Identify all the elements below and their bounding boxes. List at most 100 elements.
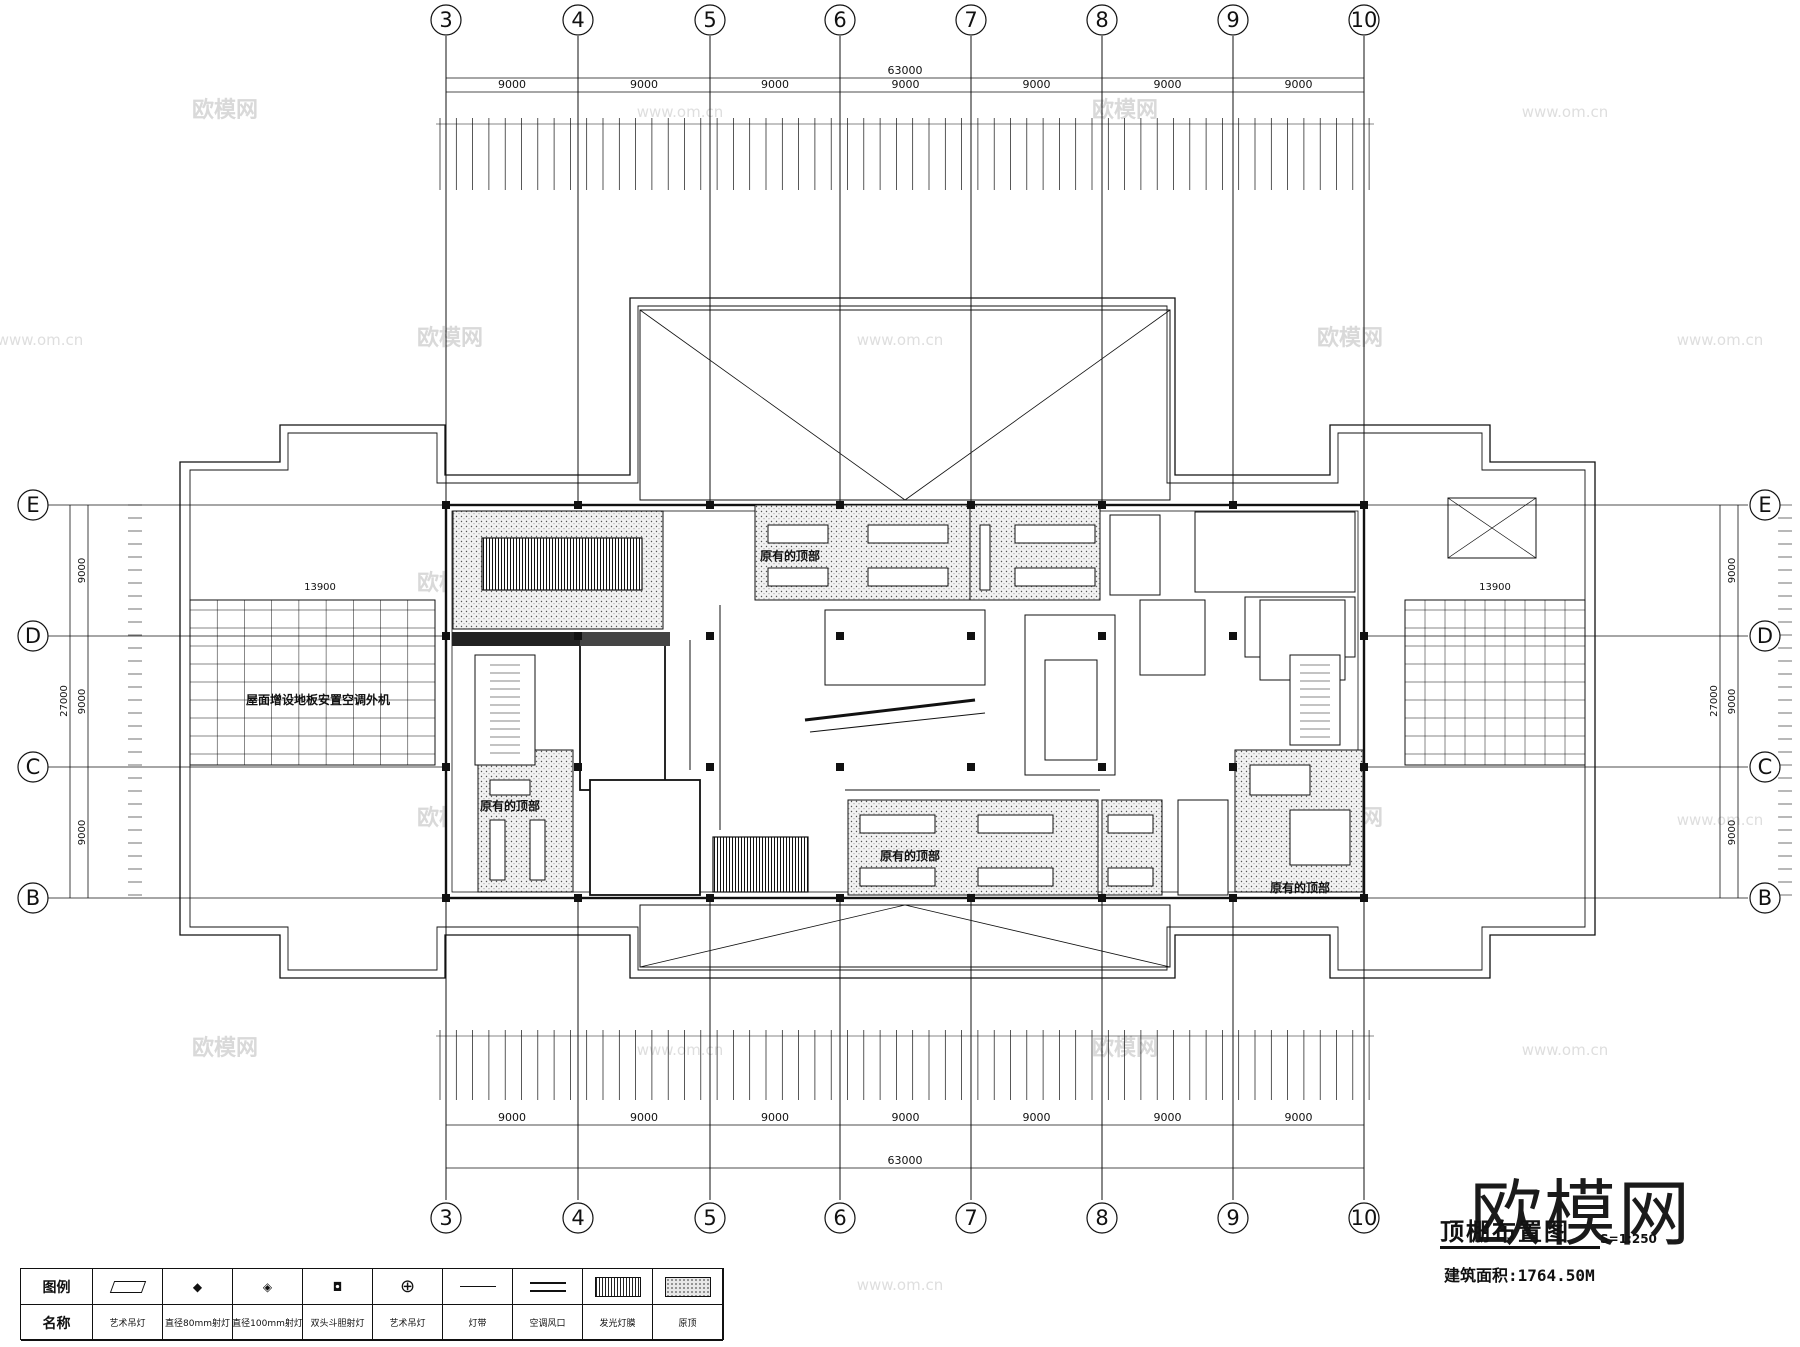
structural-column bbox=[574, 632, 582, 640]
ceiling-fixture-box bbox=[977, 814, 1054, 834]
axis-bubble bbox=[955, 1202, 987, 1234]
wall-strip bbox=[580, 632, 670, 646]
legend-name: 双头斗胆射灯 bbox=[303, 1305, 373, 1341]
axis-label: D bbox=[1757, 624, 1773, 648]
original-ceiling-label: 原有的顶部 bbox=[480, 798, 540, 813]
structural-column bbox=[967, 501, 975, 509]
bay-dimension: 9000 bbox=[1154, 78, 1182, 91]
legend-name: 直径100mm射灯 bbox=[233, 1305, 303, 1341]
ceiling-fixture-box bbox=[1177, 799, 1229, 896]
vertical-total-dimension: 27000 bbox=[59, 685, 70, 717]
axis-bubble bbox=[17, 751, 49, 783]
watermark-text: 欧模网 bbox=[1092, 97, 1158, 123]
ceiling-fixture-box bbox=[1139, 599, 1206, 676]
structural-column bbox=[967, 763, 975, 771]
plan-frame bbox=[179, 297, 1596, 979]
axis-bubble bbox=[1086, 1202, 1118, 1234]
structural-column bbox=[1098, 894, 1106, 902]
ceiling-fixture-box bbox=[1289, 809, 1351, 866]
structural-column bbox=[1098, 501, 1106, 509]
original-ceiling-label: 原有的顶部 bbox=[1270, 880, 1330, 895]
axis-label: 7 bbox=[964, 8, 977, 32]
legend-name: 发光灯膜 bbox=[583, 1305, 653, 1341]
ceiling-fixture-box bbox=[489, 779, 531, 796]
bay-dimension: 9000 bbox=[892, 1111, 920, 1124]
watermark-url: www.om.cn bbox=[637, 1041, 724, 1059]
bay-dimension: 9000 bbox=[1023, 78, 1051, 91]
ceiling-fixture-box bbox=[979, 524, 991, 591]
air-vent-symbol bbox=[513, 1269, 583, 1305]
ceiling-fixture-box bbox=[977, 867, 1054, 887]
axis-bubble bbox=[562, 4, 594, 36]
spotlight-80-symbol: ◆ bbox=[163, 1269, 233, 1305]
axis-label: 9 bbox=[1226, 8, 1239, 32]
axis-bubble bbox=[1086, 4, 1118, 36]
legend-name: 直径80mm射灯 bbox=[163, 1305, 233, 1341]
wing-grating bbox=[189, 599, 436, 766]
structural-column bbox=[1229, 894, 1237, 902]
original-ceiling-label: 原有的顶部 bbox=[760, 548, 820, 563]
bay-dimension: 9000 bbox=[761, 1111, 789, 1124]
axis-bubble bbox=[1749, 489, 1781, 521]
legend-name: 原顶 bbox=[653, 1305, 723, 1341]
bay-dimension: 9000 bbox=[498, 78, 526, 91]
structural-column bbox=[442, 632, 450, 640]
ceiling-fixture-box bbox=[859, 814, 936, 834]
roof-outline bbox=[179, 297, 1596, 979]
bay-dimension: 9000 bbox=[892, 78, 920, 91]
structural-column bbox=[1229, 763, 1237, 771]
axis-bubble bbox=[17, 620, 49, 652]
axis-bubble bbox=[1217, 1202, 1249, 1234]
legend-header: 图例 bbox=[21, 1269, 93, 1305]
axis-label: 4 bbox=[571, 1206, 584, 1230]
ceiling-fixture-box bbox=[489, 819, 506, 881]
axis-bubble bbox=[694, 1202, 726, 1234]
overall-dimension: 63000 bbox=[888, 1154, 923, 1167]
roof-ac-label: 屋面增设地板安置空调外机 bbox=[246, 692, 390, 707]
axis-label: 3 bbox=[439, 8, 452, 32]
core-room bbox=[579, 634, 666, 791]
bay-dimension: 9000 bbox=[761, 78, 789, 91]
art-pendant-symbol bbox=[93, 1269, 163, 1305]
bay-dimension: 9000 bbox=[630, 1111, 658, 1124]
spotlight-100-symbol: ◈ bbox=[233, 1269, 303, 1305]
structural-column bbox=[1098, 763, 1106, 771]
axis-label: 6 bbox=[833, 1206, 846, 1230]
wall-strip bbox=[452, 632, 582, 646]
structural-column bbox=[574, 894, 582, 902]
axis-label: 10 bbox=[1351, 8, 1378, 32]
light-strip-symbol bbox=[443, 1269, 513, 1305]
vertical-bay-dimension: 9000 bbox=[1727, 689, 1738, 714]
side-top-dimension: 13900 bbox=[1479, 582, 1511, 593]
watermark-text: 欧模网 bbox=[192, 97, 258, 123]
stair-core-right bbox=[1289, 654, 1341, 746]
structural-column bbox=[1360, 632, 1368, 640]
watermark-url: www.om.cn bbox=[1522, 103, 1609, 121]
axis-label: B bbox=[1758, 886, 1772, 910]
light-film-panel bbox=[481, 537, 643, 591]
structural-column bbox=[574, 763, 582, 771]
atrium-diagonal bbox=[639, 904, 906, 968]
ceiling-fixture-box bbox=[1014, 567, 1096, 587]
ceiling-fixture-box bbox=[1109, 514, 1161, 596]
structural-column bbox=[706, 894, 714, 902]
structural-column bbox=[967, 632, 975, 640]
structural-column bbox=[706, 632, 714, 640]
side-top-dimension: 13900 bbox=[304, 582, 336, 593]
watermark-url: www.om.cn bbox=[857, 331, 944, 349]
axis-bubble bbox=[17, 489, 49, 521]
axis-label: 5 bbox=[703, 1206, 716, 1230]
vertical-bay-dimension: 9000 bbox=[77, 689, 88, 714]
axis-bubble bbox=[1348, 1202, 1380, 1234]
axis-label: 8 bbox=[1095, 8, 1108, 32]
ceiling-fixture-box bbox=[859, 867, 936, 887]
ceiling-fixture-box bbox=[1194, 511, 1356, 593]
title-underline bbox=[1440, 1246, 1600, 1249]
atrium-diagonal bbox=[904, 904, 1171, 968]
axis-label: D bbox=[25, 624, 41, 648]
axis-bubble bbox=[17, 882, 49, 914]
axis-label: 7 bbox=[964, 1206, 977, 1230]
drawing-title: 顶棚布置图 bbox=[1440, 1218, 1570, 1246]
